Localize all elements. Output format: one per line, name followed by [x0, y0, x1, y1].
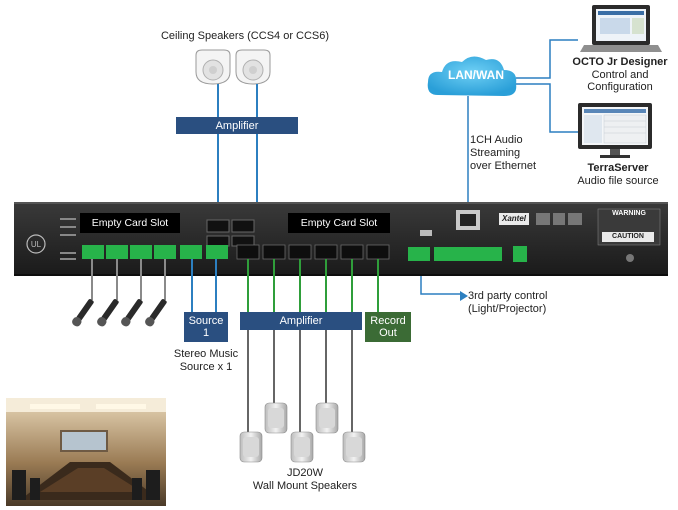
wall-speakers-line2: Wall Mount Speakers	[252, 480, 358, 492]
octo-line1: Control and	[591, 69, 649, 81]
amplifier-bottom-box: Amplifier	[240, 312, 362, 330]
streaming-line1: 1CH Audio	[470, 134, 523, 146]
monitor-icon	[578, 103, 652, 158]
warning-label: WARNING	[612, 210, 646, 217]
arrow-icon	[460, 291, 468, 301]
lan-wan-cloud	[427, 56, 517, 96]
stereo-line2: Source x 1	[179, 361, 233, 373]
mic-cables	[91, 259, 166, 300]
svg-text:UL: UL	[31, 240, 42, 249]
lan-wan-label: LAN/WAN	[448, 68, 504, 82]
conference-room-image	[6, 398, 166, 506]
output-terminals	[236, 244, 390, 260]
record-line2: Out	[379, 327, 397, 339]
terra-title: TerraServer	[587, 162, 649, 174]
streaming-line3: over Ethernet	[470, 160, 537, 172]
wall-speakers-line1: JD20W	[286, 467, 324, 479]
caution-label: CAUTION	[612, 233, 644, 240]
source-1-box: Source 1	[184, 312, 228, 342]
ceiling-speakers-label: Ceiling Speakers (CCS4 or CCS6)	[160, 30, 330, 42]
streaming-line2: Streaming	[470, 147, 521, 159]
terra-line1: Audio file source	[577, 175, 659, 187]
empty-card-slot-left: Empty Card Slot	[80, 213, 180, 233]
octo-line2: Configuration	[587, 81, 653, 93]
source-cables	[191, 259, 217, 312]
octo-title: OCTO Jr Designer	[572, 56, 668, 68]
ceiling-cables	[217, 84, 258, 215]
third-party-line1: 3rd party control	[468, 290, 548, 302]
input-terminals	[82, 245, 430, 261]
source-line2: 1	[202, 327, 210, 339]
wall-speaker-cables	[247, 330, 353, 432]
third-party-line2: (Light/Projector)	[468, 303, 547, 315]
record-line1: Record	[370, 315, 406, 327]
stereo-line1: Stereo Music	[173, 348, 239, 360]
source-line1: Source	[188, 315, 224, 327]
wall-speakers	[239, 402, 366, 463]
brand-logo: Xantel	[501, 214, 526, 223]
empty-card-slot-right: Empty Card Slot	[288, 213, 390, 233]
amplifier-top-box: Amplifier	[176, 117, 298, 134]
ceiling-speakers	[195, 49, 271, 85]
record-out-box: Record Out	[365, 312, 411, 342]
laptop-icon	[580, 5, 662, 52]
output-cables	[247, 259, 379, 312]
microphones	[72, 299, 167, 327]
